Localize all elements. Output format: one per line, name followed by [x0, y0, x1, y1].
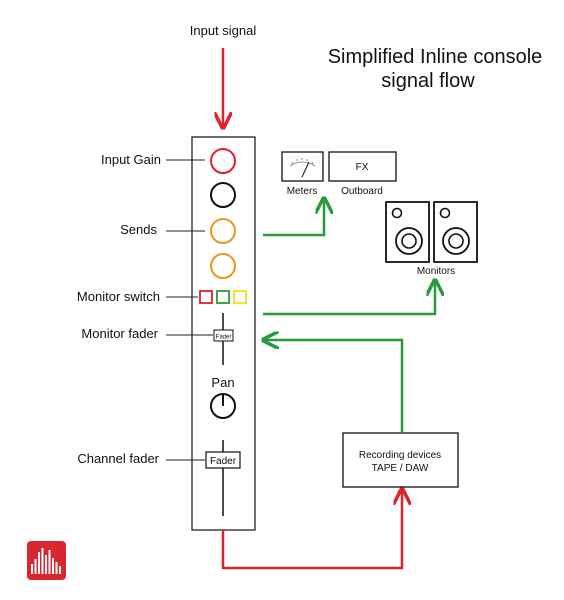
channel-fader-cap	[205, 451, 241, 469]
channel-output-to-recording-arrow	[221, 491, 402, 570]
sends-to-outboard-arrow	[263, 200, 324, 237]
monitor-switch-to-monitors-arrow	[263, 282, 435, 316]
monitor-switch-red	[199, 290, 213, 304]
monitor-fader-cap	[213, 329, 234, 342]
send-knob-1	[210, 218, 236, 244]
label-input-gain: Input Gain	[101, 152, 161, 167]
speaker-left-icon	[385, 201, 430, 263]
recording-return-to-monitor-fader-arrow	[265, 340, 404, 433]
label-channel-fader: Channel fader	[77, 451, 159, 466]
channel-fader-cap-label: Fader	[210, 456, 237, 467]
diagram-title-line2: signal flow	[381, 70, 475, 92]
input-gain-knob	[210, 148, 236, 174]
pan-label: Pan	[211, 375, 234, 390]
fx-box	[328, 151, 397, 182]
recording-devices-box	[342, 432, 459, 488]
send-knob-2	[210, 253, 236, 279]
meters-label: Meters	[287, 186, 318, 197]
outboard-label: Outboard	[341, 186, 383, 197]
fx-box-label: FX	[356, 162, 369, 173]
diagram-title-line1: Simplified Inline console	[328, 46, 543, 68]
recording-devices-sublabel: TAPE / DAW	[372, 463, 429, 474]
recording-devices-label: Recording devices	[359, 450, 441, 461]
monitor-switch-green	[216, 290, 230, 304]
input-signal-label: Input signal	[190, 23, 257, 38]
aux-knob	[210, 182, 236, 208]
speaker-right-icon	[433, 201, 478, 263]
audio-bars-logo-icon	[27, 541, 66, 580]
label-monitor-fader: Monitor fader	[81, 326, 158, 341]
label-monitor-switch: Monitor switch	[77, 289, 160, 304]
label-sends: Sends	[120, 222, 157, 237]
monitor-fader-cap-label: Fader	[216, 335, 232, 341]
monitor-switch-yellow	[233, 290, 247, 304]
meters-icon	[281, 151, 324, 182]
monitors-label: Monitors	[417, 266, 455, 277]
